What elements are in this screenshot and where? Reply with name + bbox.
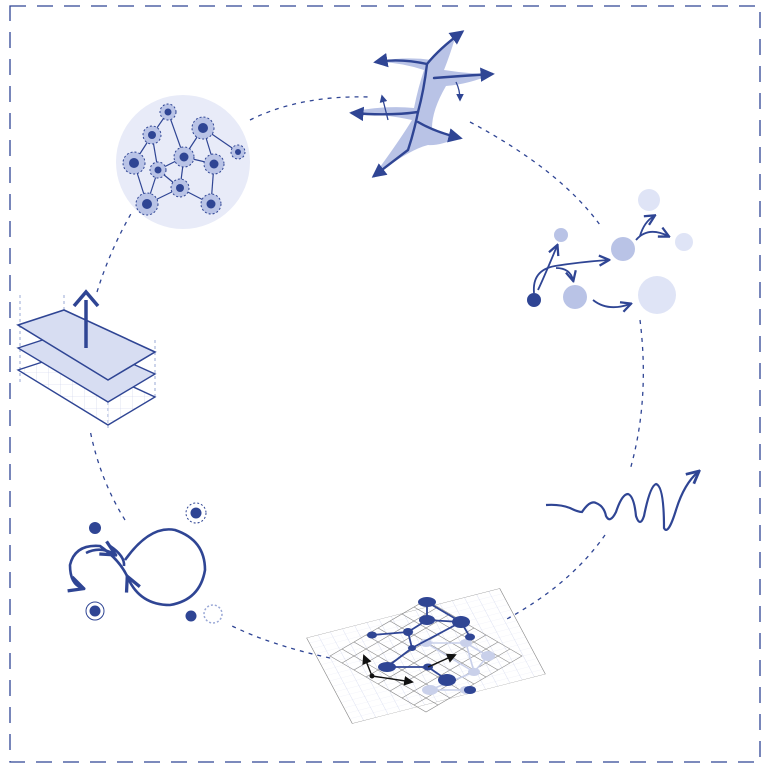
dashed-frame	[9, 5, 761, 763]
amplifying-wave-icon	[545, 472, 698, 531]
branching-flow-icon	[349, 30, 495, 178]
network-cluster-icon	[116, 95, 250, 229]
stacked-layers-icon	[16, 289, 157, 428]
lattice-network-icon	[306, 588, 546, 724]
feedback-loop-icon	[70, 502, 223, 624]
growing-bubbles-icon	[527, 189, 693, 314]
